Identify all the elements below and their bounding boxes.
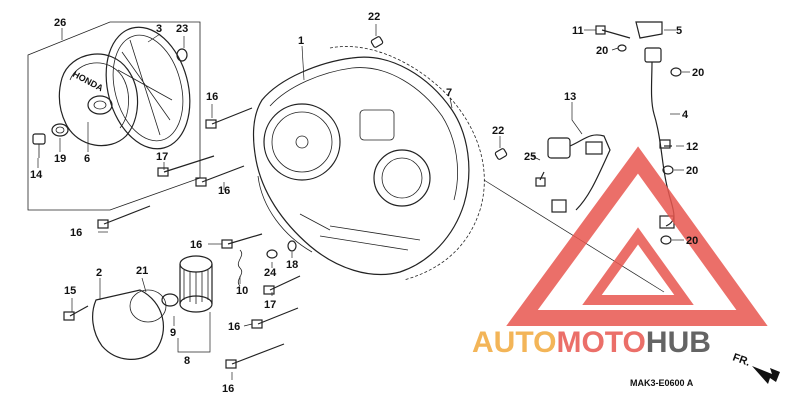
- watermark-triangle-inner: [582, 227, 694, 305]
- callout-22: 22: [492, 125, 504, 137]
- callout-16: 16: [190, 239, 202, 251]
- oil-filter-drawing: [161, 240, 297, 313]
- callout-20: 20: [692, 67, 704, 79]
- callout-6: 6: [84, 153, 90, 165]
- front-direction-arrow: FR.: [731, 352, 780, 384]
- watermark-hub: HUB: [646, 326, 711, 359]
- crankcase-cover-drawing: [252, 56, 470, 276]
- callout-20: 20: [686, 165, 698, 177]
- callout-25: 25: [524, 151, 536, 163]
- callout-16: 16: [206, 91, 218, 103]
- filter-cover-drawing: [92, 289, 167, 360]
- callout-16: 16: [218, 185, 230, 197]
- callout-9: 9: [170, 327, 176, 339]
- callout-21: 21: [136, 265, 148, 277]
- watermark-moto: MOTO: [556, 326, 645, 359]
- callout-13: 13: [564, 91, 576, 103]
- callout-14: 14: [30, 169, 43, 181]
- callout-16: 16: [228, 321, 240, 333]
- callout-17: 17: [156, 151, 168, 163]
- switch-wiring-drawing: [535, 134, 611, 213]
- callout-20: 20: [596, 45, 608, 57]
- callout-1: 1: [298, 35, 304, 47]
- callout-labels: 26 3 23 22 1 11 5 20 20 7 13 4 16 22 12 …: [30, 11, 704, 395]
- callout-11: 11: [572, 25, 584, 37]
- callout-23: 23: [176, 23, 188, 35]
- cover-bolts: [63, 107, 301, 369]
- small-parts-inset: [32, 48, 188, 158]
- callout-12: 12: [686, 141, 698, 153]
- honda-engraving: HONDA: [71, 69, 105, 94]
- gasket-drawing: [329, 46, 485, 281]
- callout-20: 20: [686, 235, 698, 247]
- arrow-icon: [752, 366, 780, 384]
- callout-3: 3: [156, 23, 162, 35]
- callout-19: 19: [54, 153, 66, 165]
- callout-7: 7: [446, 87, 452, 99]
- callout-24: 24: [264, 267, 277, 279]
- callout-26: 26: [54, 17, 66, 29]
- callout-8: 8: [184, 355, 190, 367]
- callout-16: 16: [70, 227, 82, 239]
- callout-15: 15: [64, 285, 76, 297]
- svg-text:AUTOMOTOHUB: AUTOMOTOHUB: [472, 326, 711, 359]
- callout-5: 5: [676, 25, 682, 37]
- watermark-triangle-outer: [506, 146, 768, 326]
- callout-17: 17: [264, 299, 276, 311]
- callout-16: 16: [222, 383, 234, 395]
- callout-2: 2: [96, 267, 102, 279]
- watermark-logo: AUTOMOTOHUB: [472, 146, 768, 359]
- callout-22: 22: [368, 11, 380, 23]
- diagram-code: MAK3-E0600 A: [630, 378, 694, 388]
- watermark-auto: AUTO: [472, 326, 556, 359]
- oil-guide-plate-drawing: [105, 26, 191, 150]
- direction-label: FR.: [731, 352, 752, 369]
- dowel-pins: [370, 36, 508, 160]
- callout-18: 18: [286, 259, 298, 271]
- callout-10: 10: [236, 285, 248, 297]
- callout-4: 4: [682, 109, 689, 121]
